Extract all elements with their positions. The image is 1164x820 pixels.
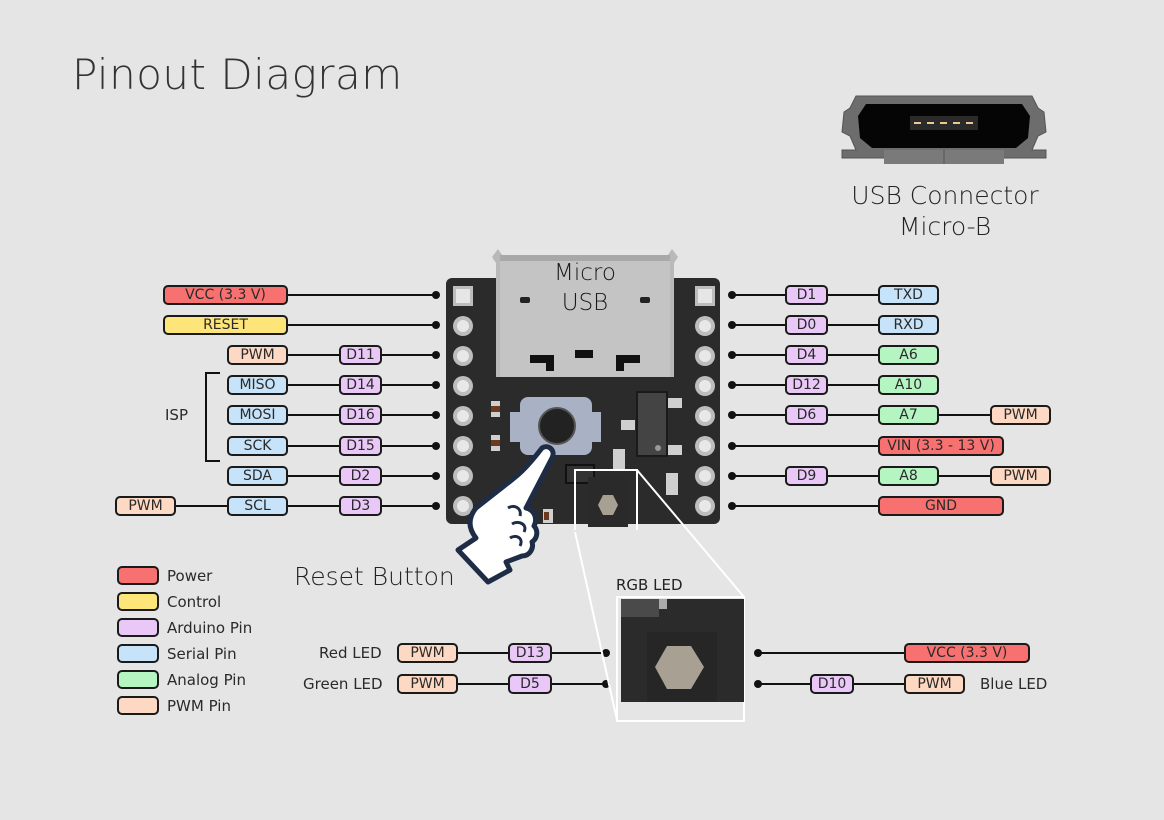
green-led-label: Green LED — [303, 675, 383, 693]
pin-label-vin: VIN (3.3 - 13 V) — [878, 436, 1004, 456]
legend-label-power: Power — [167, 567, 213, 585]
pin-label-a10: A10 — [878, 375, 939, 395]
pin-label-d12: D12 — [785, 375, 828, 395]
micro-usb-label: Micro USB — [548, 258, 622, 318]
pin-label-d14: D14 — [339, 375, 382, 395]
blue-led-label: Blue LED — [980, 675, 1048, 693]
pin-label-miso: MISO — [227, 375, 288, 395]
rgb-led-vcc-label: VCC (3.3 V) — [904, 643, 1030, 663]
pin-label-scl: SCL — [227, 496, 288, 516]
pin-label-d11: D11 — [339, 345, 382, 365]
legend-label-arduino: Arduino Pin — [167, 619, 253, 637]
pin-label-d2: D2 — [339, 466, 382, 486]
pin-label-a6: A6 — [878, 345, 939, 365]
usb-connector-label-line2: Micro-B — [898, 212, 992, 241]
legend-label-analog: Analog Pin — [167, 671, 246, 689]
legend-swatch-serial — [117, 644, 159, 663]
red-led-label: Red LED — [319, 644, 382, 662]
pin-label-sck: SCK — [227, 436, 288, 456]
pin-label-txd: TXD — [878, 285, 939, 305]
pin-label-gnd: GND — [878, 496, 1004, 516]
board-illustration — [446, 249, 720, 530]
pin-label-d1: D1 — [785, 285, 828, 305]
pin-label-pwm: PWM — [227, 345, 288, 365]
usb-connector-label: USB Connector Micro-B — [830, 180, 1060, 242]
legend-swatch-analog — [117, 670, 159, 689]
isp-label: ISP — [165, 406, 188, 424]
micro-usb-label-line1: Micro — [554, 260, 616, 286]
pin-label-d15: D15 — [339, 436, 382, 456]
pin-label-d4: D4 — [785, 345, 828, 365]
right-header-pins — [695, 286, 715, 516]
pin-label-a8: A8 — [878, 466, 939, 486]
pin-label-sda: SDA — [227, 466, 288, 486]
pin-label-pwm: PWM — [115, 496, 176, 516]
pin-label-vcc: VCC (3.3 V) — [163, 285, 288, 305]
page-title: Pinout Diagram — [72, 50, 403, 99]
blue-led-pin-d10: D10 — [810, 674, 854, 694]
pointing-hand-icon — [455, 444, 556, 585]
green-led-pwm-label: PWM — [397, 674, 458, 694]
legend-swatch-power — [117, 566, 159, 585]
pin-label-pwm: PWM — [990, 405, 1051, 425]
green-led-pin-d5: D5 — [508, 674, 552, 694]
pin-label-rxd: RXD — [878, 315, 939, 335]
usb-connector-label-line1: USB Connector — [851, 181, 1039, 210]
left-header-pins — [453, 286, 473, 516]
pin-label-d6: D6 — [785, 405, 828, 425]
pin-label-d9: D9 — [785, 466, 828, 486]
reset-button-component — [510, 397, 601, 455]
reset-button-label: Reset Button — [294, 562, 455, 591]
legend-label-pwm: PWM Pin — [167, 697, 231, 715]
legend-swatch-control — [117, 592, 159, 611]
pin-label-d3: D3 — [339, 496, 382, 516]
pin-label-pwm: PWM — [990, 466, 1051, 486]
red-led-pin-d13: D13 — [508, 643, 552, 663]
legend-label-serial: Serial Pin — [167, 645, 237, 663]
pin-label-a7: A7 — [878, 405, 939, 425]
pin-label-d16: D16 — [339, 405, 382, 425]
red-led-pwm-label: PWM — [397, 643, 458, 663]
pin-label-d0: D0 — [785, 315, 828, 335]
usb-contacts — [914, 122, 973, 124]
pin-label-mosi: MOSI — [227, 405, 288, 425]
micro-usb-label-line2: USB — [561, 290, 609, 316]
pin-label-reset: RESET — [163, 315, 288, 335]
blue-led-pwm-label: PWM — [904, 674, 965, 694]
usb-micro-b-connector-illustration — [841, 95, 1047, 164]
micro-usb-port — [492, 249, 678, 377]
legend-label-control: Control — [167, 593, 222, 611]
legend-swatch-pwm — [117, 696, 159, 715]
legend-swatch-arduino — [117, 618, 159, 637]
rgb-led-title: RGB LED — [616, 576, 683, 594]
